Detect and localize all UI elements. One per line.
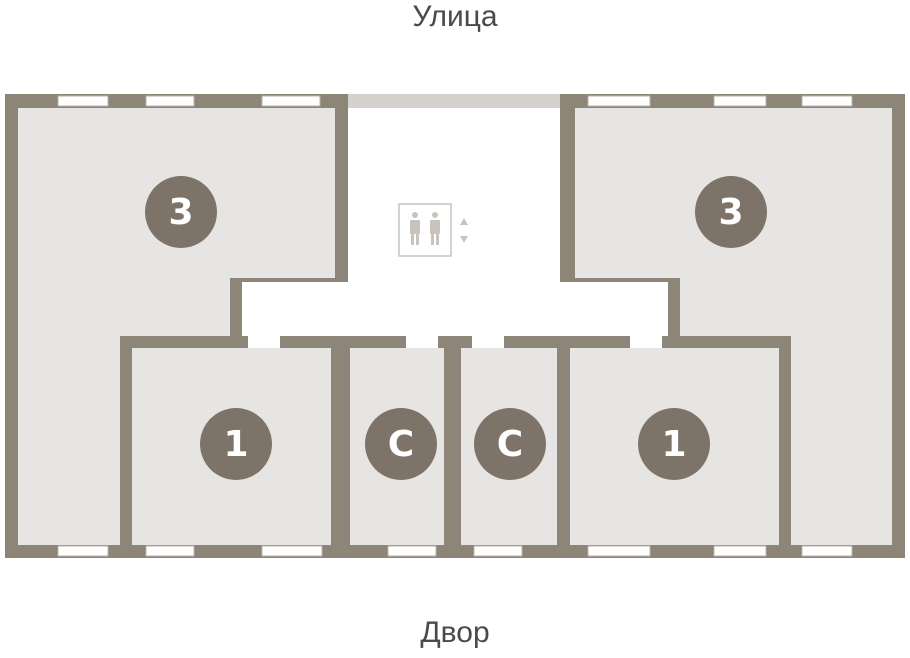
elevator-icon [398,203,452,257]
door-left-1 [248,336,280,348]
yard-label: Двор [420,616,490,649]
badge-right-1-label: 1 [661,424,686,465]
bottom-windows [57,545,853,557]
badge-right-1: 1 [638,408,710,480]
door-studio-left [406,336,438,348]
window [57,95,109,107]
entrance-glass [348,94,560,108]
window [713,95,767,107]
unit-right-3-room[interactable] [575,108,892,545]
window [261,545,323,557]
badge-right-3-label: 3 [718,192,743,233]
up-down-arrows-icon [460,218,468,243]
unit-left-3-room[interactable] [18,108,335,545]
window [587,95,651,107]
corridor [242,108,668,336]
window [473,545,523,557]
badge-left-3-label: 3 [168,192,193,233]
badge-studio-right-label: С [497,424,523,465]
window [145,95,195,107]
window [801,95,853,107]
badge-studio-left: С [365,408,437,480]
window [57,545,109,557]
badge-left-1: 1 [200,408,272,480]
badge-right-3: 3 [695,176,767,248]
window [801,545,853,557]
badge-left-3: 3 [145,176,217,248]
window [713,545,767,557]
window [587,545,651,557]
door-right-1 [630,336,662,348]
door-studio-right [472,336,504,348]
top-windows [57,95,853,107]
badge-studio-left-label: С [388,424,414,465]
window [145,545,195,557]
window [261,95,321,107]
window [387,545,437,557]
badge-studio-right: С [474,408,546,480]
street-label: Улица [412,0,498,33]
badge-left-1-label: 1 [223,424,248,465]
